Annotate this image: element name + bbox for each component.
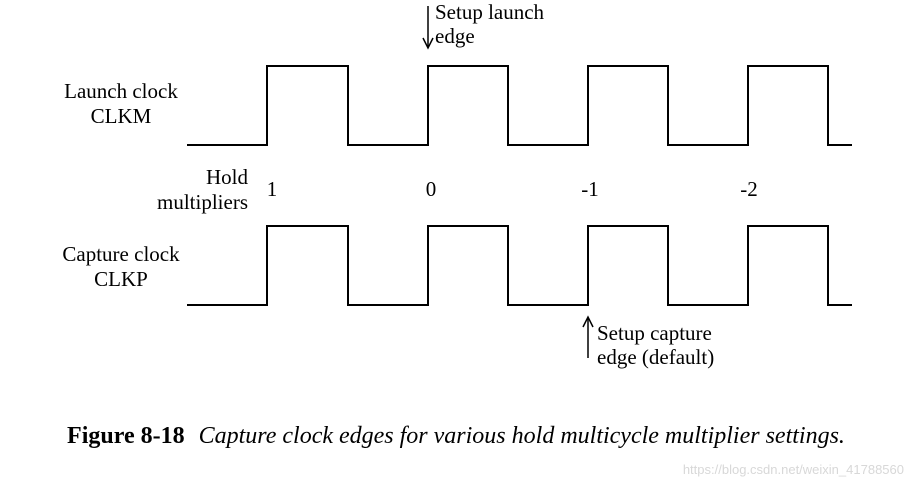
launch-clock-waveform xyxy=(187,65,852,146)
figure-number: Figure 8-18 xyxy=(67,423,185,449)
watermark: https://blog.csdn.net/weixin_41788560 xyxy=(682,462,904,477)
hold-multiplier-value: 1 xyxy=(266,177,278,201)
setup-launch-edge-label: Setup launch edge xyxy=(435,0,545,48)
setup-capture-edge-arrow xyxy=(582,315,594,358)
setup-capture-edge-label: Setup capture edge (default) xyxy=(597,321,715,369)
setup-launch-edge-arrow xyxy=(422,6,434,50)
figure-caption-text: Capture clock edges for various hold mul… xyxy=(198,423,845,449)
hold-multiplier-value: -1 xyxy=(581,177,599,201)
timing-diagram xyxy=(187,6,852,358)
hold-multiplier-value: 0 xyxy=(425,177,437,201)
launch-clock-label: Launch clock CLKM xyxy=(64,79,178,128)
hold-multipliers-label: Hold multipliers xyxy=(157,165,248,214)
capture-clock-label: Capture clock CLKP xyxy=(62,242,180,291)
capture-clock-waveform xyxy=(187,225,852,306)
hold-multiplier-value: -2 xyxy=(740,177,758,201)
figure-caption: Figure 8-18 Capture clock edges for vario… xyxy=(0,420,912,452)
